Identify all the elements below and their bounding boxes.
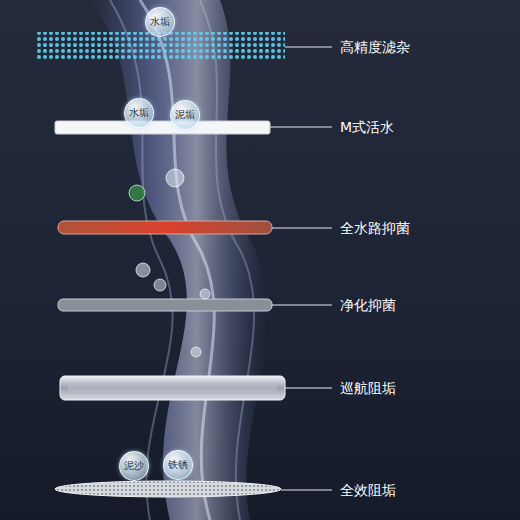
bubble-text: 泥沙 xyxy=(124,461,144,471)
layer-label: 高精度滤杂 xyxy=(340,40,410,54)
bubble-text: 铁锈 xyxy=(168,460,188,470)
impurity-bubble: 水垢 xyxy=(124,98,154,128)
layer-label: 净化抑菌 xyxy=(340,298,396,312)
layer-label: 巡航阻垢 xyxy=(340,381,396,395)
impurity-bubble: 泥垢 xyxy=(170,100,200,130)
impurity-bubble: 水垢 xyxy=(145,7,175,37)
bubble-text: 水垢 xyxy=(150,17,170,27)
impurity-bubble: 铁锈 xyxy=(163,450,193,480)
bubble-text: 泥垢 xyxy=(175,110,195,120)
layer-label: 全效阻垢 xyxy=(340,483,396,497)
impurity-bubble: 泥沙 xyxy=(119,451,149,481)
bubble-text: 水垢 xyxy=(129,108,149,118)
layer-label: M式活水 xyxy=(340,120,394,134)
layer-label: 全水路抑菌 xyxy=(340,221,410,235)
